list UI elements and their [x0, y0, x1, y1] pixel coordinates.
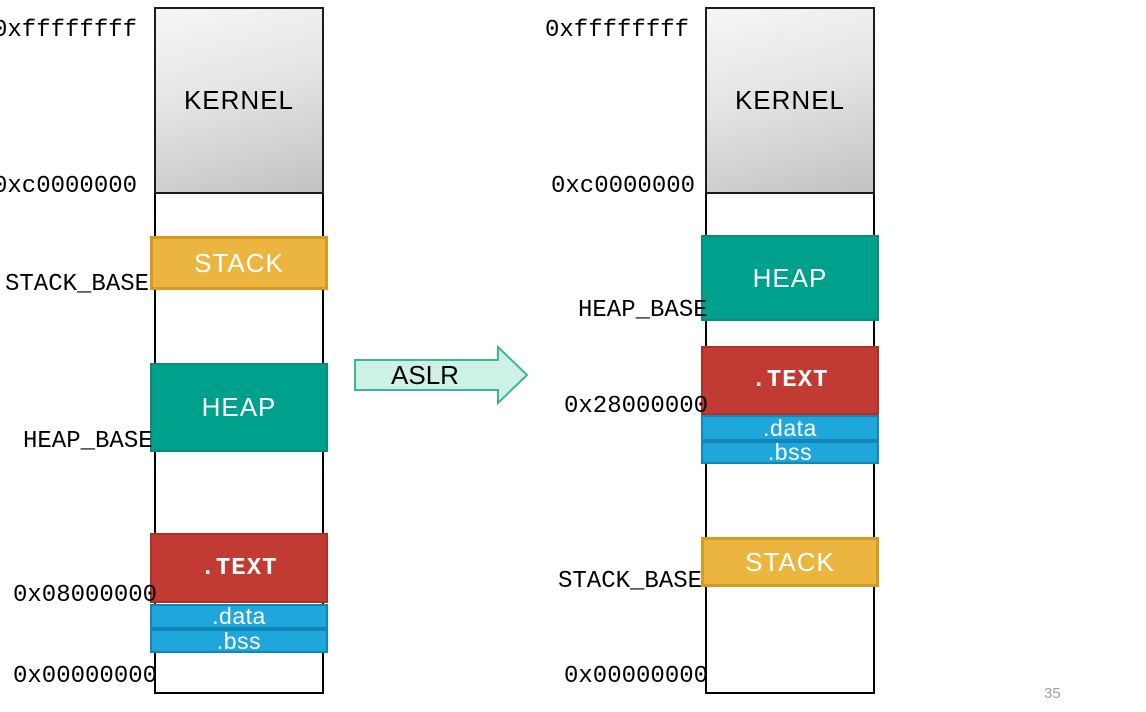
bss-segment-before: .bss	[150, 627, 328, 654]
heap-region-before: HEAP	[150, 363, 328, 452]
text-segment-before: .TEXT	[150, 533, 328, 603]
stack-region-after: STACK	[701, 537, 879, 587]
stack-region-before: STACK	[150, 236, 328, 290]
stack-label-before: STACK	[194, 247, 284, 278]
aslr-arrow-icon	[354, 344, 529, 406]
bss-segment-after: .bss	[701, 439, 879, 465]
stack-base-label-after: STACK_BASE	[558, 568, 703, 595]
address-label-text-base-after: 0x28000000	[564, 393, 709, 420]
address-label-text-base-before: 0x08000000	[13, 582, 158, 609]
data-segment-before: .data	[150, 603, 328, 629]
data-segment-label-before: .data	[212, 603, 266, 629]
data-segment-label-after: .data	[763, 414, 817, 441]
bss-segment-label-before: .bss	[216, 627, 262, 654]
stack-base-label-before: STACK_BASE	[5, 271, 150, 298]
address-label-bottom-after: 0x00000000	[564, 663, 709, 690]
heap-base-label-after: HEAP_BASE	[578, 297, 708, 324]
text-segment-label-before: .TEXT	[200, 554, 278, 582]
address-label-kernel-base-before: 0xc0000000	[0, 173, 138, 200]
text-segment-after: .TEXT	[701, 346, 879, 415]
heap-base-label-before: HEAP_BASE	[23, 428, 153, 455]
address-label-kernel-base-after: 0xc0000000	[551, 173, 696, 200]
heap-label-before: HEAP	[201, 392, 277, 422]
data-segment-after: .data	[701, 415, 879, 441]
address-label-top-after: 0xffffffff	[545, 17, 690, 44]
address-label-bottom-before: 0x00000000	[13, 663, 158, 690]
heap-label-after: HEAP	[752, 262, 828, 293]
kernel-label-after: KERNEL	[734, 85, 846, 115]
heap-region-after: HEAP	[701, 235, 879, 321]
kernel-region-before: KERNEL	[154, 7, 324, 194]
text-segment-label-after: .TEXT	[751, 367, 829, 394]
address-label-top-before: 0xffffffff	[0, 17, 138, 44]
stack-label-after: STACK	[745, 546, 835, 577]
page-number: 35	[1044, 685, 1061, 702]
kernel-label-before: KERNEL	[183, 85, 295, 115]
kernel-region-after: KERNEL	[705, 7, 875, 194]
aslr-arrow-label: ASLR	[391, 360, 459, 390]
bss-segment-label-after: .bss	[767, 439, 813, 465]
